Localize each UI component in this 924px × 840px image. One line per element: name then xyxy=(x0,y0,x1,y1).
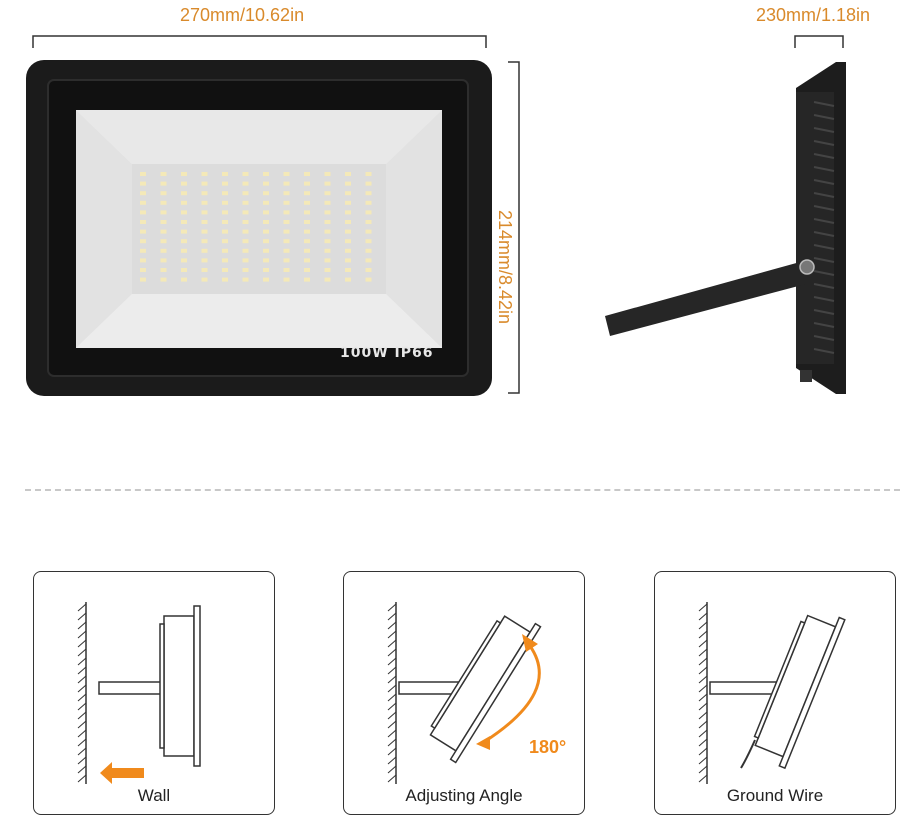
wall-mount-diagram xyxy=(77,602,201,784)
section-divider xyxy=(25,489,900,491)
power-rating-label: 100W IP66 xyxy=(340,345,434,361)
install-card-ground-wire: Ground Wire xyxy=(654,571,896,815)
ground-wire xyxy=(740,739,756,769)
install-label-ground-wire: Ground Wire xyxy=(726,786,824,805)
install-card-wall: Wall xyxy=(33,571,275,815)
install-label-adjusting-angle: Adjusting Angle xyxy=(405,786,523,805)
left-arrow-icon xyxy=(100,762,144,784)
floodlight-front-view xyxy=(26,60,492,396)
width-dimension-label: 270mm/10.62in xyxy=(180,5,305,25)
dimension-brackets xyxy=(32,35,844,394)
install-card-adjusting-angle: 180° Adjusting Angle xyxy=(343,571,585,815)
angle-arrow-head-icon xyxy=(522,634,538,652)
angle-adjust-diagram: 180° xyxy=(387,602,566,784)
ground-wire-diagram xyxy=(698,602,846,784)
angle-value: 180° xyxy=(529,737,566,757)
install-label-wall: Wall xyxy=(137,786,171,805)
led-array xyxy=(140,172,372,282)
floodlight-side-view xyxy=(605,62,846,394)
depth-dimension-label: 230mm/1.18in xyxy=(756,5,871,25)
